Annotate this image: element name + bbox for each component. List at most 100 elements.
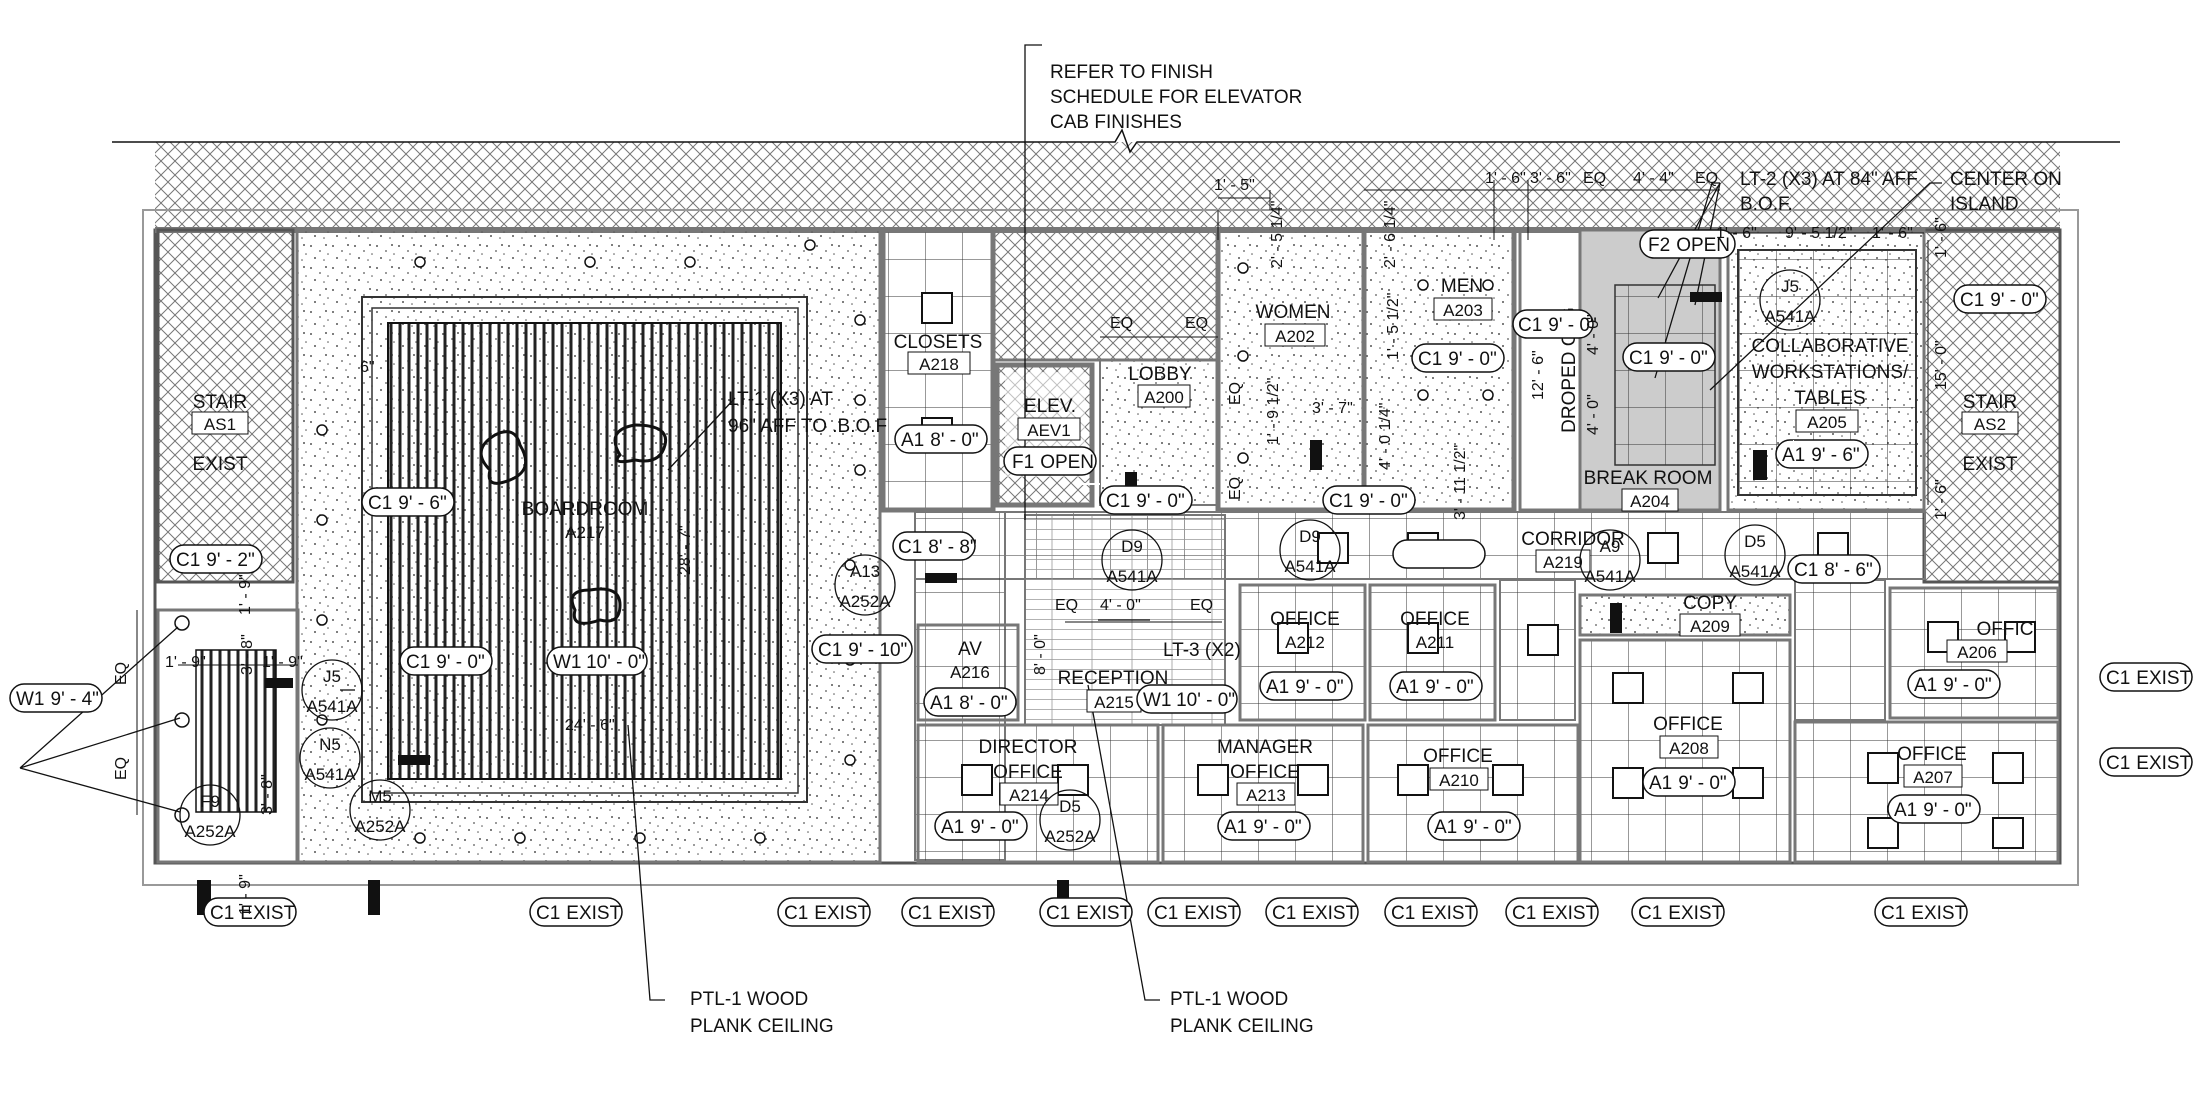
stair2-status: EXIST xyxy=(1963,454,2018,475)
break-num: A204 xyxy=(1630,492,1670,511)
callout-a9-id: A9 xyxy=(1600,537,1621,556)
dim-eq-left2: EQ xyxy=(113,757,130,780)
office211-name: OFFICE xyxy=(1400,609,1470,630)
hatched-band xyxy=(155,142,2060,230)
dim-1-9d: 1' - 9" xyxy=(237,874,254,915)
callout-d9b-sheet: A541A xyxy=(1284,557,1336,576)
av-num: A216 xyxy=(950,663,990,682)
callout-d9a-sheet: A541A xyxy=(1106,567,1158,586)
dim-4-0a: 4' - 0" xyxy=(1585,314,1602,355)
lt1-note-1: LT-1 (X3) AT xyxy=(728,389,833,410)
dim-24-6: 24' - 6" xyxy=(565,717,615,734)
office207-num: A207 xyxy=(1913,768,1953,787)
dim-2-5q: 2' - 5 1/4" xyxy=(1269,201,1286,268)
callout-n5-id: N5 xyxy=(319,735,341,754)
boardroom-outer xyxy=(361,296,808,803)
dim-1-9h: 1' - 9 1/2" xyxy=(1265,378,1282,445)
reception-name: RECEPTION xyxy=(1058,668,1169,689)
closets-num: A218 xyxy=(919,355,959,374)
break-line xyxy=(112,128,2120,154)
break-name: BREAK ROOM xyxy=(1584,468,1713,489)
collab-line1: COLLABORATIVE xyxy=(1752,336,1909,357)
elev-name: ELEV. xyxy=(1024,396,1076,417)
stair1-name: STAIR xyxy=(193,392,248,413)
office210-num: A210 xyxy=(1439,771,1479,790)
break-room xyxy=(1614,284,1716,466)
callout-d5b-id: D5 xyxy=(1059,797,1081,816)
copy-name: COPY xyxy=(1683,593,1737,614)
dim-3-6: 3' - 6" xyxy=(1530,170,1571,187)
elevator-note-1: REFER TO FINISH xyxy=(1050,62,1213,83)
dim-eq-top1: EQ xyxy=(1583,170,1606,187)
director-name-2: OFFICE xyxy=(993,762,1063,783)
dim-9-5h: 9' - 5 1/2" xyxy=(1785,225,1852,242)
lt1-note-2: 96" AFF TO .B.O.F xyxy=(728,416,887,437)
detail-callout-text: J5 A541A N5 A541A M5 A252A F9 A252A A13 … xyxy=(184,277,1816,846)
men-num: A203 xyxy=(1443,301,1483,320)
av-name: AV xyxy=(958,639,982,660)
callout-a13-sheet: A252A xyxy=(839,592,891,611)
office212-num: A212 xyxy=(1285,633,1325,652)
office212-name: OFFICE xyxy=(1270,609,1340,630)
stair2-name: STAIR xyxy=(1963,392,2018,413)
office208-name: OFFICE xyxy=(1653,714,1723,735)
ptl-left-2: PLANK CEILING xyxy=(690,1016,834,1037)
callout-m5-id: M5 xyxy=(368,787,392,806)
ptl-left-1: PTL-1 WOOD xyxy=(690,989,808,1010)
callout-j5-left-id: J5 xyxy=(323,667,341,686)
dim-3-8b: 3' - 8" xyxy=(259,774,276,815)
center-note-1: CENTER ON xyxy=(1950,169,2062,190)
elevator-hatch xyxy=(991,228,1220,362)
callout-d9a-id: D9 xyxy=(1121,537,1143,556)
dim-1-9c: 1' - 9" xyxy=(237,574,254,615)
manager-num: A213 xyxy=(1246,786,1286,805)
women-num: A202 xyxy=(1275,327,1315,346)
callout-j5-right-sheet: A541A xyxy=(1764,307,1816,326)
collab-line3: TABLES xyxy=(1794,388,1865,409)
callout-n5-sheet: A541A xyxy=(304,765,356,784)
dim-1-5: 1' - 5" xyxy=(1214,177,1255,194)
dimension-lines xyxy=(136,180,1929,815)
dim-eq-lobby-v2: EQ xyxy=(1227,477,1244,500)
dim-3-8a: 3' - 8" xyxy=(239,634,256,675)
dimension-text: 1' - 5" 2' - 5 1/4" 2' - 6 1/4" 1' - 6" … xyxy=(113,170,1950,915)
callout-j5-left-sheet: A541A xyxy=(306,697,358,716)
office206-num: A206 xyxy=(1957,643,1997,662)
annotation-notes: REFER TO FINISH SCHEDULE FOR ELEVATOR CA… xyxy=(690,62,2062,1037)
stair-1 xyxy=(156,228,295,584)
dim-1-6a: 1' - 6" xyxy=(1485,170,1526,187)
manager-name-2: OFFICE xyxy=(1230,762,1300,783)
corridor-num: A219 xyxy=(1543,553,1583,572)
callout-a13-id: A13 xyxy=(850,562,880,581)
elevator-note-3: CAB FINISHES xyxy=(1050,112,1182,133)
stair1-status: EXIST xyxy=(193,454,248,475)
dim-4-0b: 4' - 0" xyxy=(1585,394,1602,435)
callout-j5-right-id: J5 xyxy=(1781,277,1799,296)
dim-1-9a: 1' - 9" xyxy=(165,654,206,671)
director-name-1: DIRECTOR xyxy=(979,737,1078,758)
lobby-num: A200 xyxy=(1144,388,1184,407)
dim-1-5h: 1' - 5 1/2" xyxy=(1385,293,1402,360)
office206-name: OFFIC xyxy=(1977,619,2034,640)
